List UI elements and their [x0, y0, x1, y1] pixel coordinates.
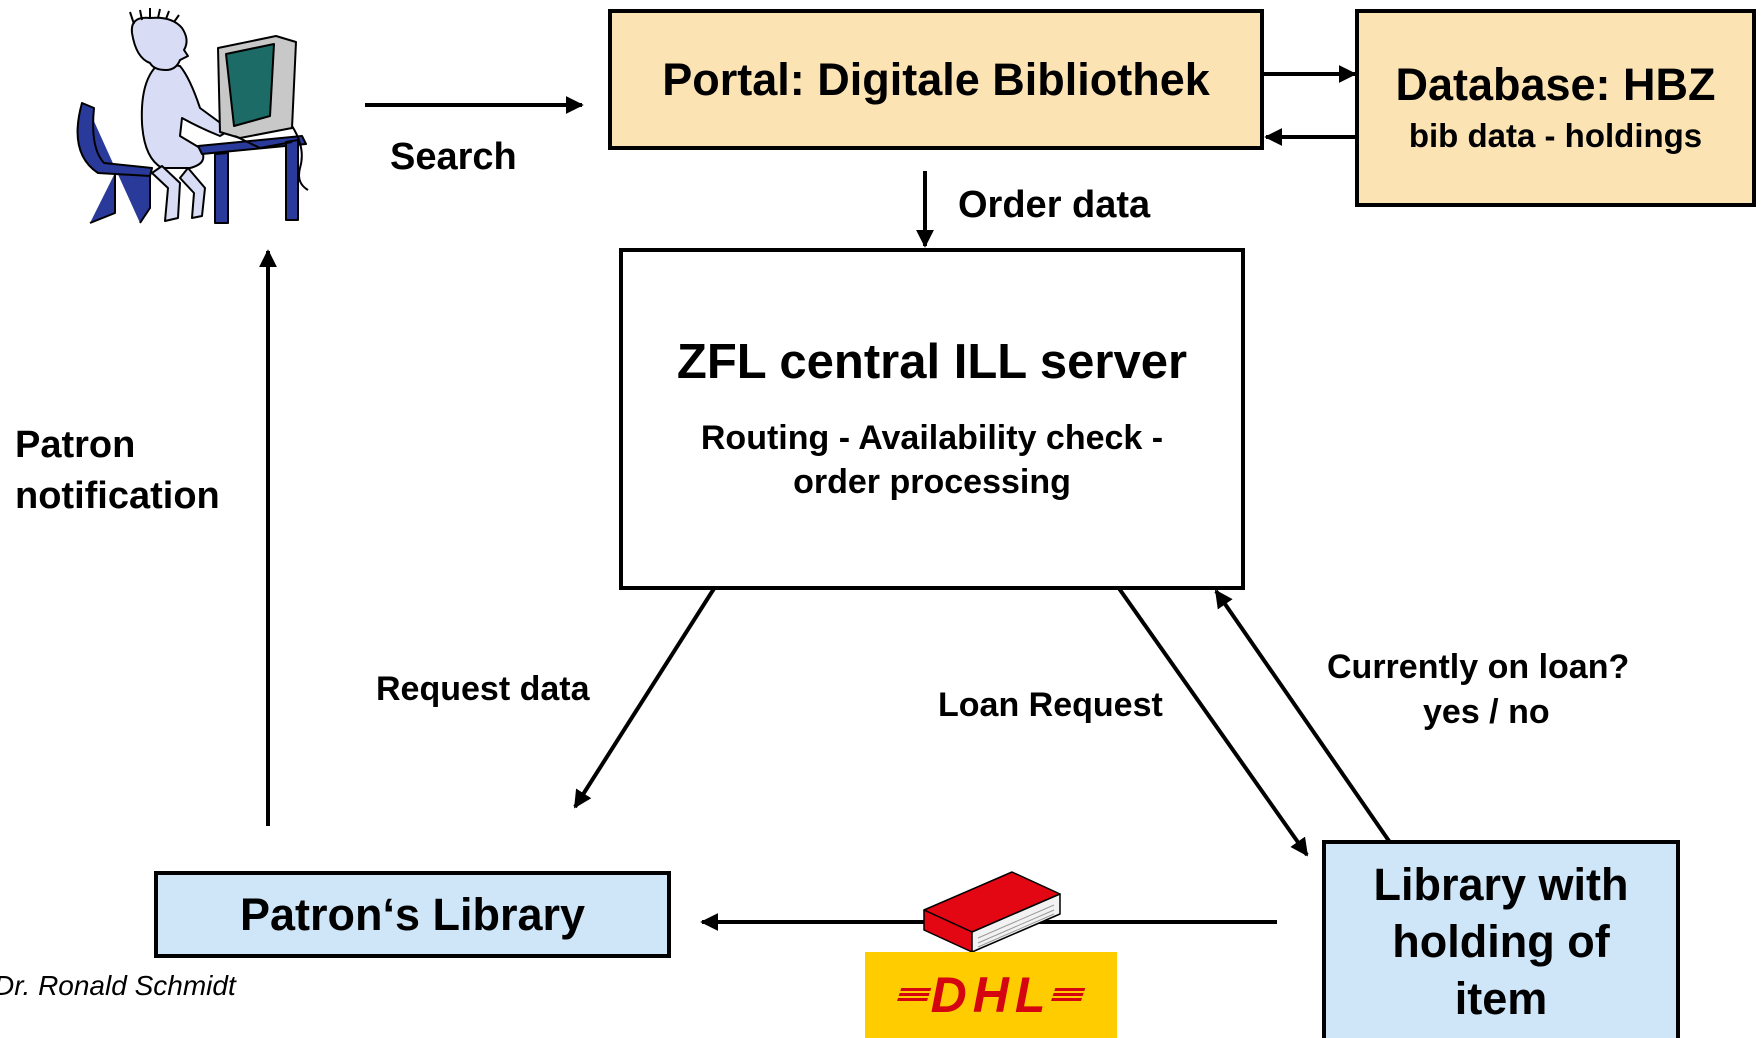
holding-library-line1: Library with	[1373, 858, 1629, 910]
holding-library-line3: item	[1454, 972, 1548, 1024]
availability-arrow	[1214, 589, 1391, 843]
holding-library-line2: holding of	[1392, 915, 1610, 967]
loan-request-arrow	[1116, 585, 1309, 857]
loan-request-label: Loan Request	[938, 686, 1163, 724]
request-data-arrow	[573, 585, 717, 809]
database-subtitle: bib data - holdings	[1408, 117, 1703, 154]
dhl-logo-stripes-right	[1051, 988, 1086, 1002]
request-data-label: Request data	[376, 670, 590, 708]
holding-library-box: Library with holding of item	[1322, 840, 1680, 1038]
zfl-server-box: ZFL central ILL server Routing - Availab…	[619, 248, 1245, 590]
search-label: Search	[390, 136, 517, 178]
database-title: Database: HBZ	[1395, 59, 1716, 110]
author-credit: Dr. Ronald Schmidt	[0, 970, 236, 1001]
patron-notification-label-line1: Patron	[15, 424, 136, 466]
patrons-library-box: Patron‘s Library	[154, 871, 671, 958]
portal-box: Portal: Digitale Bibliothek	[608, 9, 1264, 150]
portal-title: Portal: Digitale Bibliothek	[662, 53, 1210, 105]
currently-on-loan-label-line2: yes / no	[1423, 693, 1550, 731]
patron-notification-label-line2: notification	[15, 475, 220, 517]
book-icon	[923, 871, 1061, 953]
dhl-logo: DHL	[865, 952, 1117, 1038]
patrons-library-title: Patron‘s Library	[239, 888, 586, 940]
dhl-logo-text: DHL	[930, 967, 1052, 1023]
dhl-logo-stripes-left	[896, 988, 931, 1002]
zfl-subtitle-line2: order processing	[793, 463, 1071, 501]
database-box: Database: HBZ bib data - holdings	[1355, 9, 1756, 207]
currently-on-loan-label-line1: Currently on loan?	[1327, 648, 1630, 686]
zfl-subtitle-line1: Routing - Availability check -	[700, 419, 1164, 457]
zfl-title: ZFL central ILL server	[676, 335, 1188, 389]
order-data-label: Order data	[958, 184, 1151, 226]
patron-computer-icon	[76, 8, 309, 224]
